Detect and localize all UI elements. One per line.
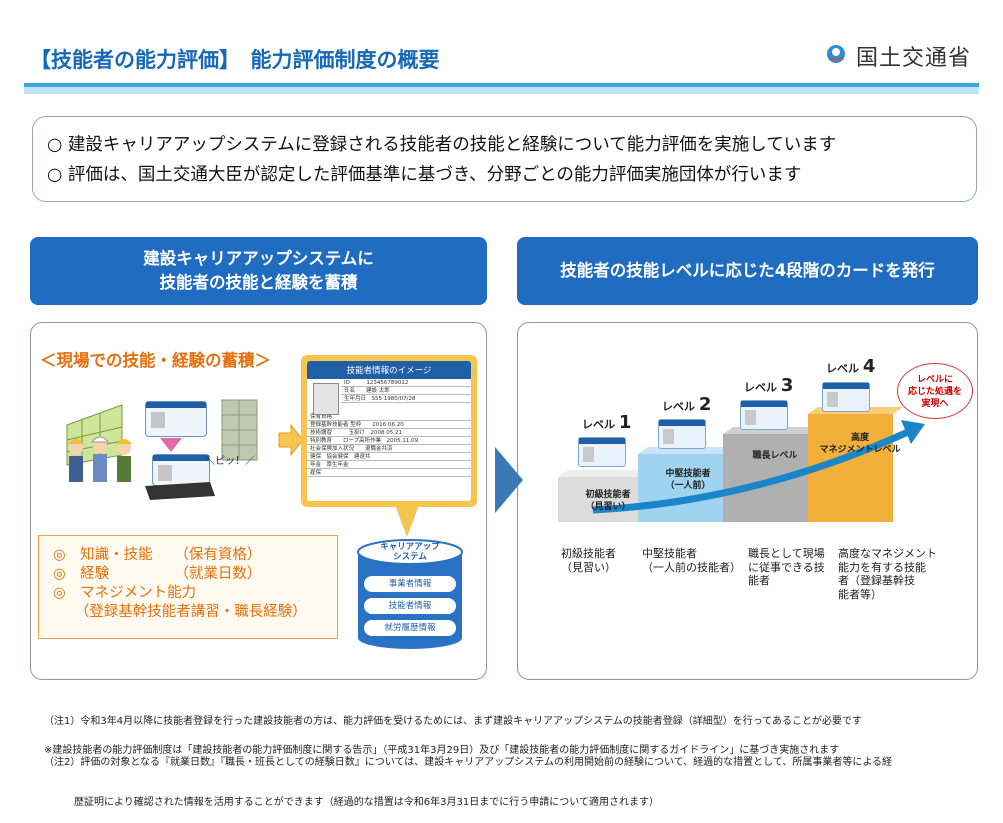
db-item: 技能者情報 (364, 598, 456, 614)
yellow-arrow-icon (278, 423, 304, 457)
note-1: （注1）令和3年4月以降に技能者登録を行った建設技能者の方は、能力評価を受けるた… (44, 716, 862, 727)
flow-arrow-icon (495, 447, 523, 513)
doc-row: 年金 厚生年金 (307, 461, 471, 469)
level1-step-label: 初級技能者 （見習い） (585, 490, 631, 512)
ministry-name: 国土交通省 (856, 46, 972, 71)
header-rule (24, 83, 979, 87)
skill-item: （登録基幹技能者講習・職長経験） (53, 604, 307, 620)
doc-row: 氏名 建設 太郎 (341, 387, 471, 395)
level1-description: 初級技能者 （見習い） (561, 547, 616, 574)
note-2-cont: 歴証明により確認された情報を活用することができます（経過的な措置は令和6年3月3… (44, 797, 659, 808)
ministry-logo: 国土交通省 (822, 40, 971, 72)
doc-row: 生年月日 S55 1980/07/28 (341, 395, 471, 403)
db-title: キャリアアップ システム (380, 542, 440, 562)
photo-placeholder-icon (313, 383, 339, 415)
skills-list: ◎ 知識・技能 （保有資格） ◎ 経験 （就業日数） ◎ マネジメント能力 （登… (38, 535, 338, 639)
doc-row: 社会保険加入状況 退職金共済 (307, 445, 471, 453)
page-title: 【技能者の能力評価】 能力評価制度の概要 (30, 48, 440, 72)
level3-tag: レベル 3 (744, 375, 794, 396)
level4-description: 高度なマネジメント 能力を有する技能 者（登録基幹技 能者等） (838, 547, 937, 601)
summary-line-1: ○ 建設キャリアアップシステムに登録される技能者の技能と経験について能力評価を実… (47, 135, 837, 155)
id-card-image (145, 401, 207, 437)
doc-pointer-icon (395, 505, 419, 537)
level2-card-image (658, 419, 706, 449)
doc-title: 技能者情報のイメージ (307, 361, 471, 379)
accumulation-title: ＜現場での技能・経験の蓄積＞ (40, 351, 271, 370)
skill-item: ◎ マネジメント能力 (53, 585, 197, 601)
left-heading: 建設キャリアアップシステムに 技能者の技能と経験を蓄積 (30, 237, 487, 305)
level4-step-label: 高度 マネジメントレベル (819, 433, 901, 455)
doc-row: 健保 協会健保 建退共 (307, 453, 471, 461)
workers-illustration (68, 436, 132, 482)
footnote: ※建設技能者の能力評価制度は「建設技能者の能力評価制度に関する告示」（平成31年… (44, 745, 840, 756)
level1-tag: レベル 1 (582, 412, 632, 433)
right-heading: 技能者の技能レベルに応じた4段階のカードを発行 (517, 237, 978, 305)
level2-description: 中堅技能者 （一人前の技能者） (642, 547, 741, 574)
level2-tag: レベル 2 (662, 394, 712, 415)
left-heading-line1: 建設キャリアアップシステムに (143, 249, 374, 268)
doc-row: 技術講習 玉掛け 2008.05.21 (307, 429, 471, 437)
level3-card-image (740, 400, 788, 430)
doc-row: 特別教育 ロープ高所作業 2005.11.09 (307, 437, 471, 445)
mlit-logo-icon (827, 45, 845, 63)
oval-text: レベルに 応じた処遇を 実現へ (907, 375, 962, 409)
skill-item: ◎ 知識・技能 （保有資格） (53, 547, 262, 563)
level4-card-image (822, 382, 870, 412)
benefit-oval: レベルに 応じた処遇を 実現へ (897, 363, 973, 419)
skill-item: ◎ 経験 （就業日数） (53, 566, 262, 582)
doc-row: 登録基幹技能者 型枠 2016.06.20 (307, 421, 471, 429)
doc-row: ID 123456789012 (341, 379, 471, 387)
db-item: 就労履歴情報 (364, 620, 456, 636)
beep-text: ＼ピッ！／ (205, 456, 255, 467)
level4-tag: レベル 4 (826, 356, 876, 377)
level-staircase (558, 407, 925, 522)
summary-line-2: ○ 評価は、国土交通大臣が認定した評価基準に基づき、分野ごとの能力評価実施団体が… (47, 165, 802, 185)
level3-description: 職長として現場 に従事できる技 能者 (748, 547, 825, 587)
card-reader-icon (145, 482, 215, 500)
summary-box: ○ 建設キャリアアップシステムに登録される技能者の技能と経験について能力評価を実… (32, 116, 977, 202)
header-rule-light (24, 87, 979, 94)
level1-card-image (578, 437, 626, 467)
level3-step-label: 職長レベル (752, 451, 798, 461)
doc-row: 雇保 (307, 469, 471, 477)
db-item: 事業者情報 (364, 576, 456, 592)
level2-step-label: 中堅技能者 （一人前） (665, 469, 711, 491)
pink-arrow-icon (160, 438, 182, 452)
doc-row: 保有資格 (307, 413, 471, 421)
career-up-database: キャリアアップ システム 事業者情報 技能者情報 就労履歴情報 (356, 538, 464, 650)
left-heading-line2: 技能者の技能と経験を蓄積 (159, 273, 358, 292)
note-2: （注2）評価の対象となる『就業日数』『職長・班長としての経験日数』については、建… (44, 756, 893, 768)
technician-info-card: 技能者情報のイメージ ID 123456789012 氏名 建設 太郎 生年月日… (301, 355, 477, 507)
id-card-image (152, 454, 210, 486)
